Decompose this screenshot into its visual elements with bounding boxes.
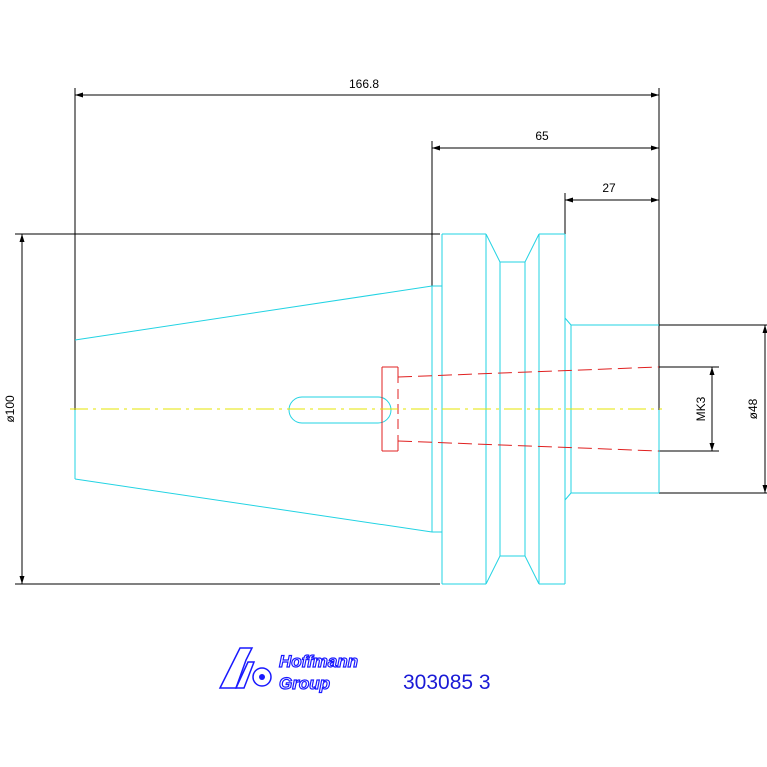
dimension-arrows bbox=[19, 92, 767, 584]
dimension-length-27: 27 bbox=[602, 181, 616, 195]
holder-outline bbox=[74, 233, 660, 585]
dimension-diameter-48: ø48 bbox=[746, 398, 760, 419]
dimension-taper-mk3: MK3 bbox=[694, 396, 708, 421]
dimension-diameter-100: ø100 bbox=[3, 395, 17, 423]
hoffmann-group-logo: Hoffmann Group bbox=[218, 647, 359, 694]
logo-text-line2: Group bbox=[279, 674, 330, 693]
dimension-lines bbox=[15, 88, 767, 585]
dimension-overall-length: 166.8 bbox=[349, 77, 379, 91]
dimension-length-65: 65 bbox=[535, 129, 549, 143]
part-number: 303085 3 bbox=[403, 671, 491, 694]
logo-text-line1: Hoffmann bbox=[279, 652, 358, 671]
logo-mark-icon bbox=[218, 647, 272, 689]
